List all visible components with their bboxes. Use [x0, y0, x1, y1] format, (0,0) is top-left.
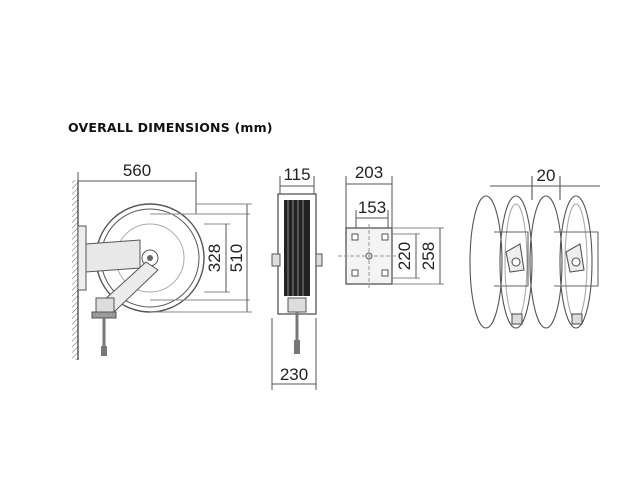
dim-label-510: 510	[227, 244, 246, 272]
front-bracket-left	[271, 253, 281, 267]
bracket-hole	[381, 233, 389, 241]
reel-axle	[147, 255, 153, 261]
reel-unit-1	[469, 195, 533, 329]
dim-label-20: 20	[537, 166, 556, 185]
dim-label-258: 258	[419, 242, 438, 270]
hose-nozzle	[101, 346, 107, 356]
dim-label-153: 153	[358, 198, 386, 217]
side-view	[72, 172, 252, 360]
front-nozzle	[294, 340, 300, 354]
dim-label-203: 203	[355, 163, 383, 182]
bracket-view	[338, 176, 444, 288]
support-arm	[85, 239, 141, 273]
hose-guide-rollers	[91, 311, 117, 319]
dim-label-230: 230	[280, 365, 308, 384]
dim-label-220: 220	[395, 242, 414, 270]
bracket-hole	[351, 233, 359, 241]
reel-unit-2	[529, 195, 599, 329]
dim-label-328: 328	[205, 244, 224, 272]
front-hose-guide	[287, 297, 307, 313]
front-view	[271, 176, 323, 390]
bracket-hole	[381, 269, 389, 277]
dim-label-115: 115	[283, 165, 310, 184]
wall-mount-plate	[77, 225, 87, 291]
multi-reel-view	[469, 176, 600, 329]
page-title: OVERALL DIMENSIONS (mm)	[68, 120, 273, 135]
front-bracket-right	[315, 253, 323, 267]
bracket-hole	[351, 269, 359, 277]
wall-hatch	[72, 180, 78, 360]
dim-label-560: 560	[123, 161, 151, 180]
